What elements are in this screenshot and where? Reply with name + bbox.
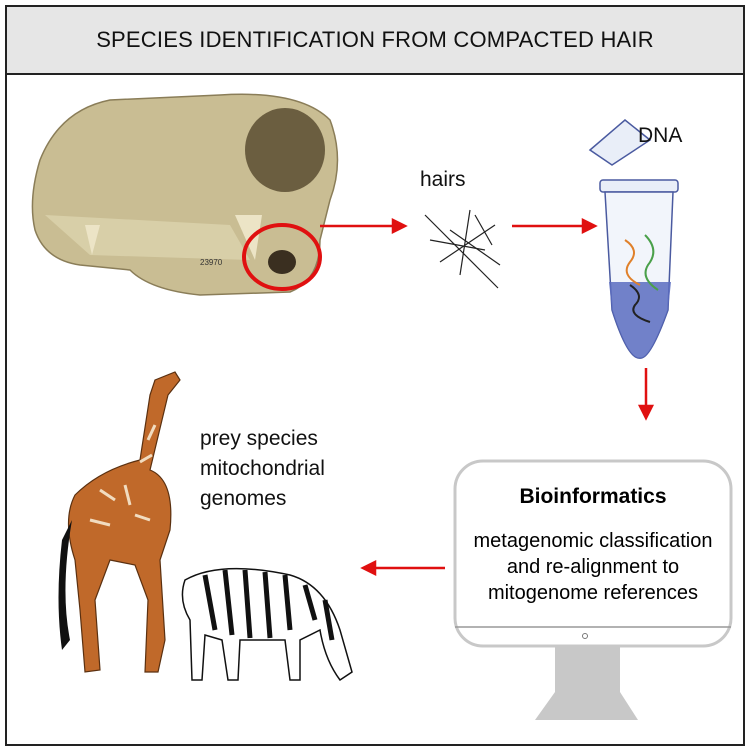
hairs-icon bbox=[424, 209, 501, 289]
bioinformatics-line: mitogenome references bbox=[487, 582, 699, 604]
bioinformatics-line: metagenomic classification bbox=[473, 530, 713, 552]
prey-label-line: mitochondrial bbox=[200, 457, 325, 480]
dna-label: DNA bbox=[638, 124, 683, 147]
bioinformatics-description: metagenomic classification and re-alignm… bbox=[455, 528, 731, 606]
zebra-icon bbox=[181, 567, 353, 682]
prey-label-line: genomes bbox=[200, 487, 287, 510]
arrows bbox=[320, 217, 655, 577]
hairs-label: hairs bbox=[420, 168, 466, 191]
diagram-frame: SPECIES IDENTIFICATION FROM COMPACTED HA… bbox=[5, 5, 745, 746]
prey-label-line: prey species bbox=[200, 427, 318, 450]
page-title: SPECIES IDENTIFICATION FROM COMPACTED HA… bbox=[7, 7, 743, 75]
prey-genomes-label: prey species mitochondrial genomes bbox=[200, 424, 325, 514]
dna-tube-icon bbox=[588, 119, 679, 359]
bioinformatics-line: and re-alignment to bbox=[506, 556, 680, 578]
computer-monitor-icon bbox=[453, 459, 733, 720]
giraffe-icon bbox=[58, 371, 181, 673]
skull-image: 23970 bbox=[31, 93, 339, 296]
highlight-circle bbox=[242, 223, 322, 291]
bioinformatics-title: Bioinformatics bbox=[519, 485, 667, 508]
specimen-number: 23970 bbox=[200, 258, 223, 267]
